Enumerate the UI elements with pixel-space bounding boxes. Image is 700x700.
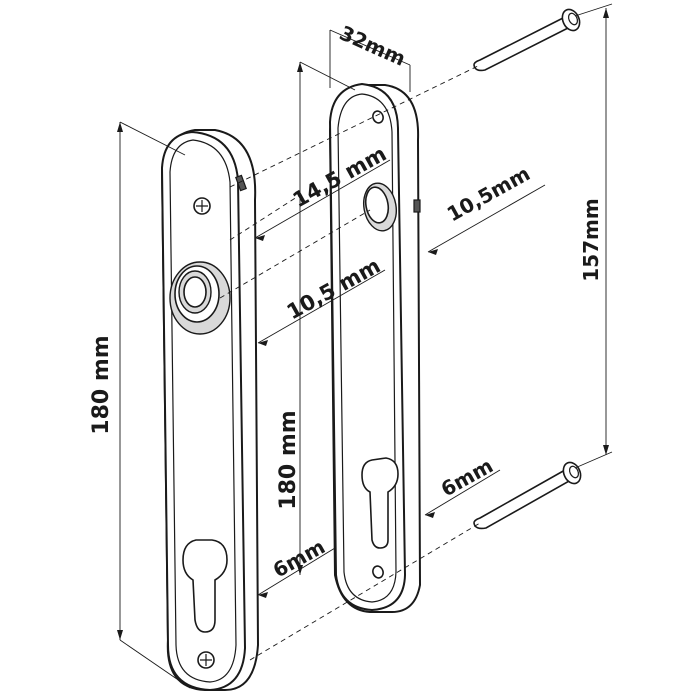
back-plate [329, 83, 421, 613]
screw-icon [193, 197, 211, 215]
dim-thickness [329, 29, 411, 92]
dim-cylinder-front [257, 547, 336, 598]
dim-spindle-offset [254, 159, 391, 241]
label-height-back: 180 mm [276, 410, 301, 509]
label-cylinder-front: 6mm [269, 534, 329, 582]
label-screw-spacing: 157mm [579, 198, 603, 281]
label-height-front: 180 mm [89, 335, 114, 434]
label-spindle-back: 10,5mm [443, 161, 534, 226]
bolt-icon [473, 8, 581, 72]
front-plate [161, 129, 259, 691]
alignment-lines [219, 64, 481, 661]
dim-spindle-front [257, 269, 386, 346]
screw-icon [197, 651, 215, 669]
handle-rosette [169, 261, 231, 335]
dim-spindle-back [427, 184, 546, 255]
label-thickness: 32mm [336, 21, 409, 71]
dim-cylinder-back [424, 469, 501, 518]
dim-screw-spacing [574, 3, 613, 469]
label-cylinder-back: 6mm [437, 453, 497, 501]
dim-height-front [117, 121, 191, 689]
